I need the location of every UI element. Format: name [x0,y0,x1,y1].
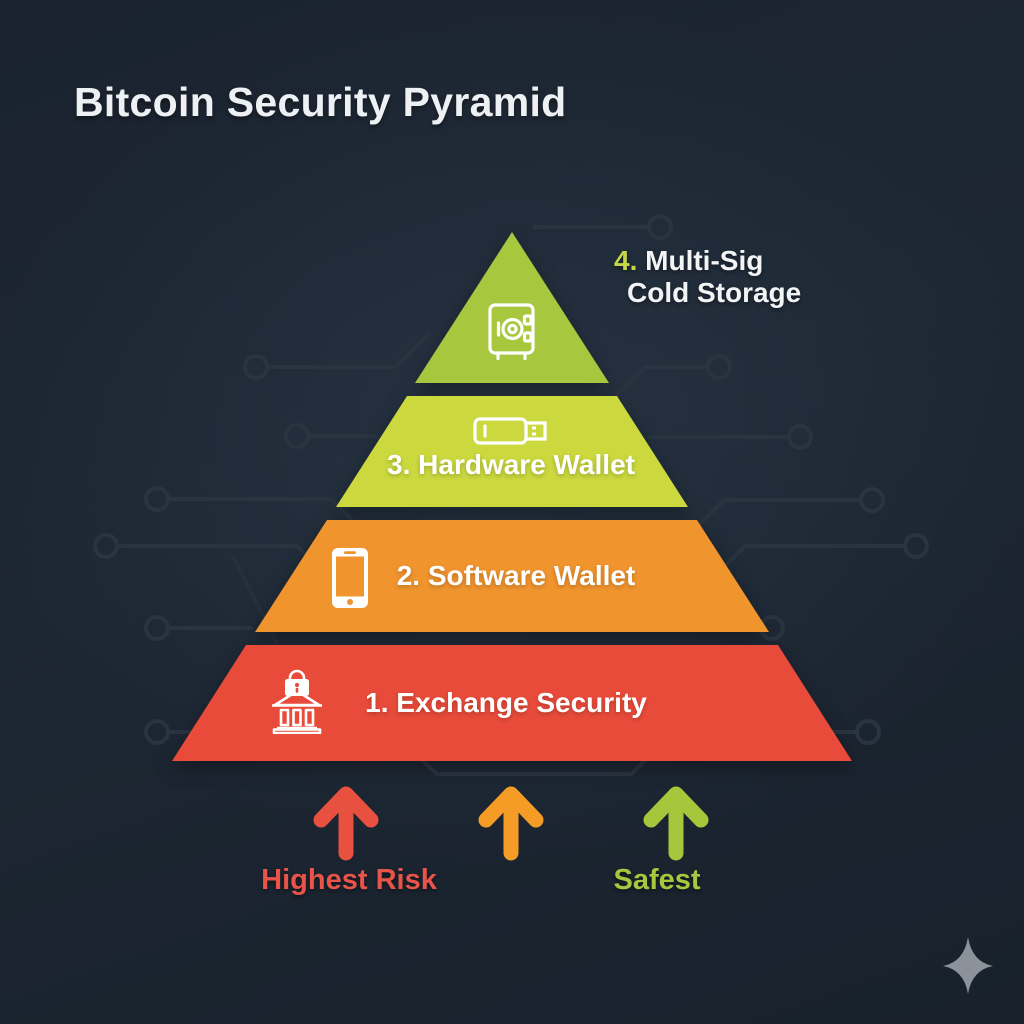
pyramid-level-2-shape [255,520,769,632]
level-4-name-line2: Cold Storage [627,277,802,308]
pyramid-level-3-shape [336,396,688,507]
level-4-label-line1: 4. Multi-Sig [614,245,801,277]
safe-vault-icon [488,303,535,361]
smartphone-icon [332,548,368,608]
pyramid-level-4-shape [415,232,609,383]
safest-label: Safest [613,864,701,896]
level-4-number: 4. [614,245,638,276]
pyramid-level-1-shape [172,645,852,761]
usb-hardware-wallet-icon [473,417,547,445]
level-2-label: 2. Software Wallet [396,560,636,591]
level-4-name-line1: Multi-Sig [645,245,764,276]
medium-risk-arrow [478,786,544,861]
bank-lock-icon [272,669,322,734]
page-title: Bitcoin Security Pyramid [74,79,567,125]
highest-risk-label: Highest Risk [261,864,437,896]
level-1-label: 1. Exchange Security [365,687,647,718]
safest-arrow [643,786,709,861]
sparkle-icon [943,937,993,994]
level-3-label: 3. Hardware Wallet [387,449,635,480]
highest-risk-arrow [313,786,379,861]
level-4-label: 4. Multi-Sig Cold Storage [614,245,801,309]
